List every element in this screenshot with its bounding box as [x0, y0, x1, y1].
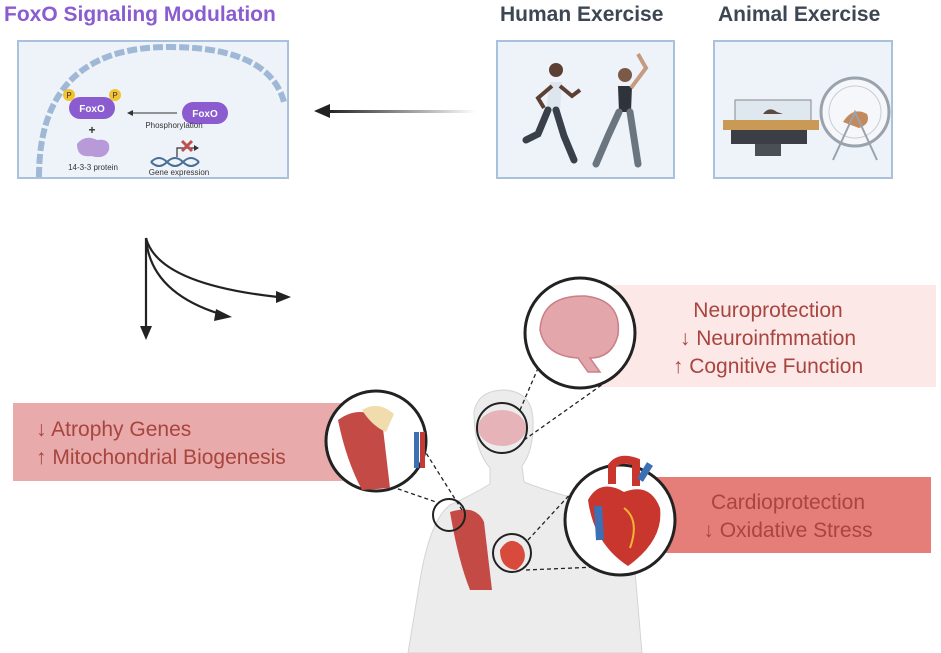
effect-mitochondrial-biogenesis: ↑ Mitochondrial Biogenesis [36, 446, 286, 469]
svg-text:Gene expression: Gene expression [149, 168, 209, 177]
svg-text:+: + [88, 123, 95, 137]
muscle-effects: ↓ Atrophy Genes ↑ Mitochondrial Biogenes… [36, 416, 286, 472]
dna-icon [150, 157, 200, 167]
effect-neuroprotection: Neuroprotection [693, 299, 843, 322]
svg-text:14-3-3 protein: 14-3-3 protein [68, 163, 118, 172]
nuclear-membrane [36, 43, 287, 178]
nucleus-diagram: FoxO P P + 14-3-3 protein FoxO Phosphory… [36, 43, 287, 178]
foxo-pill [182, 102, 228, 124]
animal-exercise-panel [713, 40, 893, 179]
svg-text:Phosphorylation: Phosphorylation [145, 121, 202, 130]
phosphate-left-icon [63, 89, 75, 101]
phosphate-right-icon [109, 89, 121, 101]
treadmill-wheel-icon [723, 76, 891, 161]
effect-cognitive-function: ↑ Cognitive Function [672, 355, 864, 378]
exercise-to-foxo-arrow [314, 104, 476, 118]
foxo-panel: FoxO P P + 14-3-3 protein FoxO Phosphory… [17, 40, 289, 179]
protein-14-3-3-icon [77, 137, 110, 158]
effect-atrophy-genes: ↓ Atrophy Genes [36, 418, 192, 441]
brain-effects-box [600, 285, 936, 387]
exercising-people-icon [522, 53, 649, 168]
animal-exercise-heading: Animal Exercise [718, 3, 881, 26]
branching-arrows [144, 237, 279, 330]
svg-text:P: P [112, 91, 117, 100]
brain-effects: Neuroprotection ↓ Neuroinfmmation ↑ Cogn… [600, 297, 936, 381]
heart-effects: Cardioprotection ↓ Oxidative Stress [668, 489, 908, 545]
foxo-pill-phospho [69, 97, 115, 119]
svg-text:FoxO: FoxO [79, 104, 105, 115]
human-exercise-panel [496, 40, 675, 179]
block-x-icon [180, 139, 194, 153]
effect-cardioprotection: Cardioprotection [710, 491, 866, 514]
effect-neuroinflammation: ↓ Neuroinfmmation [679, 327, 857, 350]
muscle-effects-box [13, 403, 343, 481]
human-exercise-heading: Human Exercise [500, 3, 664, 26]
svg-text:P: P [66, 91, 71, 100]
foxo-heading: FoxO Signaling Modulation [4, 3, 276, 26]
heart-effects-box [630, 477, 931, 553]
effect-oxidative-stress: ↓ Oxidative Stress [703, 519, 873, 542]
svg-text:FoxO: FoxO [192, 109, 218, 120]
